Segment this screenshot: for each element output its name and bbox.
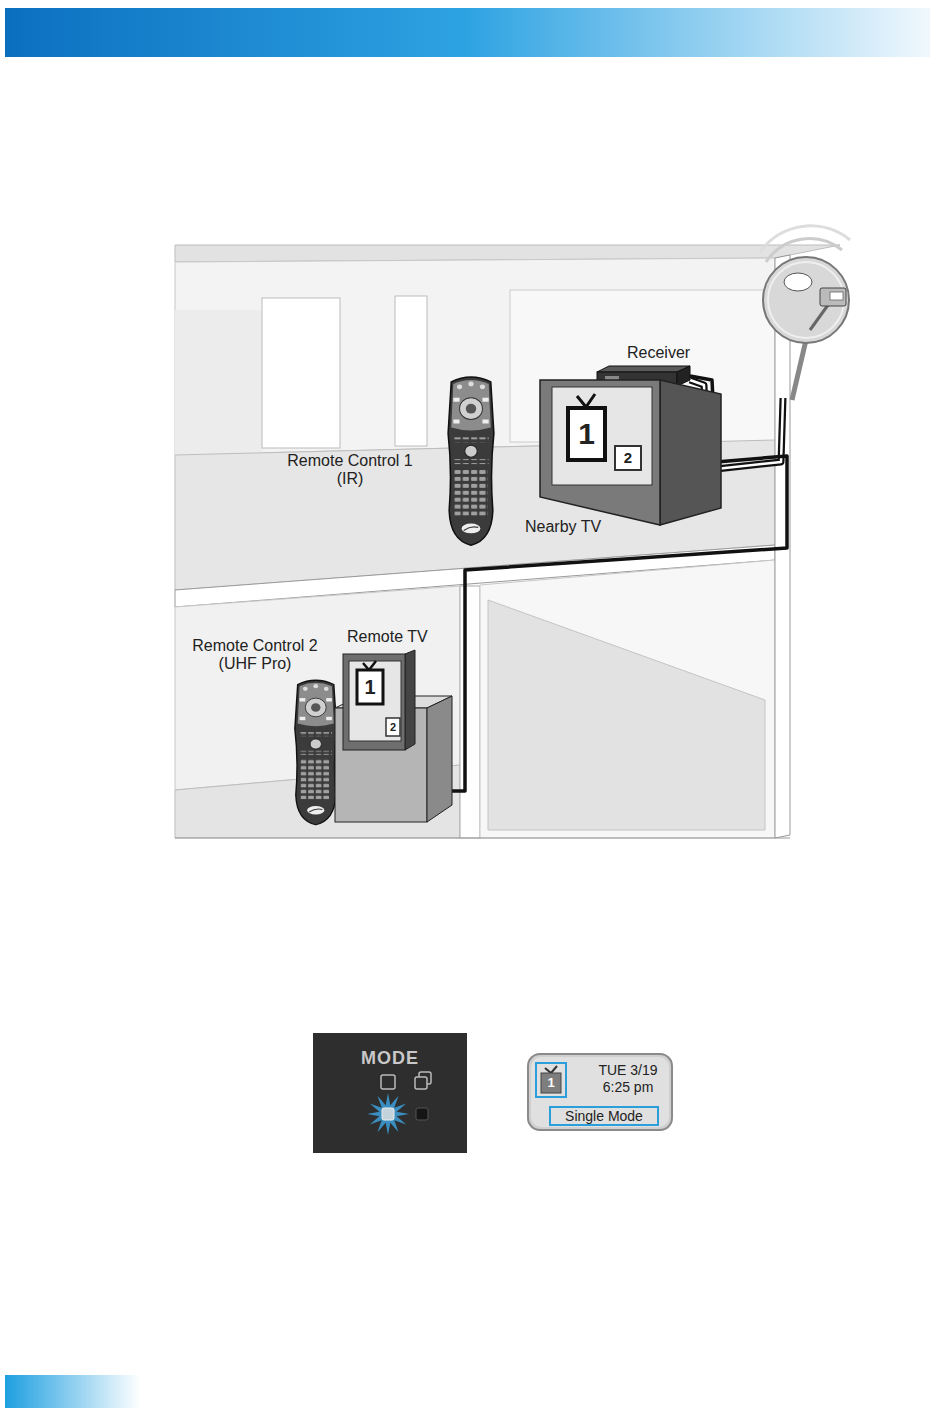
device-label: Remote Control 2 (UHF Pro) — [185, 637, 325, 673]
panel-title: MODE — [313, 1046, 467, 1070]
tv-icon-antenna — [545, 1066, 557, 1073]
dish-logo — [784, 273, 812, 291]
single-mode-icon — [381, 1075, 395, 1089]
tv-icon-pip — [386, 718, 400, 736]
dual-mode-icon-front — [415, 1077, 427, 1089]
node-heading: Receiver — [627, 344, 707, 362]
tv-cabinet — [540, 380, 660, 525]
node-shape — [335, 650, 452, 822]
tv-set: Remote TV12 — [335, 650, 452, 822]
receiver-top — [597, 366, 690, 372]
lower-right-wall — [480, 560, 775, 838]
tv-icon-main — [357, 670, 383, 704]
lower-right-floor — [488, 600, 765, 830]
wall-panel — [175, 310, 263, 455]
tv-cabinet — [343, 654, 405, 750]
tv-side — [405, 650, 415, 750]
tv-set: 12Nearby TV — [535, 380, 723, 525]
stand-side — [427, 696, 452, 822]
led-glow — [367, 1093, 409, 1135]
node-heading: Nearby TV — [525, 518, 625, 536]
remote-control-1 — [448, 377, 494, 545]
frame-bottom — [175, 838, 790, 839]
dish-lnb-label — [830, 292, 843, 300]
led-off — [416, 1108, 428, 1120]
mode-panel: MODE — [313, 1033, 467, 1153]
tv-icon-tile — [541, 1073, 561, 1093]
screen-number: 1 — [541, 1073, 561, 1093]
wall-pillar — [460, 586, 480, 838]
tv-icon-main — [568, 408, 605, 460]
dish-rim — [768, 262, 844, 338]
screen-number: 2 — [386, 718, 400, 736]
tv-icon-antenna — [577, 394, 595, 407]
dish-lnb — [820, 288, 846, 306]
tv-icon-highlight — [536, 1063, 566, 1097]
receiver-side — [677, 366, 690, 386]
date-time: TUE 3/19 6:25 pm — [585, 1062, 671, 1098]
dish-reflector — [763, 257, 849, 343]
screen-number: 1 — [358, 671, 382, 703]
mode-indicator: Single Mode — [549, 1106, 659, 1126]
dish-arm — [810, 305, 828, 330]
wall-column — [395, 296, 427, 446]
tv-icon-pip — [615, 446, 641, 470]
tv-side — [660, 380, 721, 525]
status-banner: 1 TUE 3/19 6:25 pm Single Mode — [527, 1053, 673, 1131]
screen-number: 1 — [570, 410, 603, 458]
device-label: Remote Control 1 (IR) — [280, 452, 420, 488]
node-heading: Remote TV — [347, 628, 447, 646]
led-lit — [382, 1108, 394, 1120]
tv-screen — [552, 387, 652, 485]
header-bar — [5, 8, 930, 57]
footer-tab — [5, 1375, 140, 1408]
status-frame — [528, 1054, 672, 1130]
wall-column — [262, 298, 340, 448]
satellite-dish — [760, 226, 850, 400]
tv-cable — [452, 376, 787, 791]
dish-pole — [792, 340, 806, 400]
mode-panel-bg — [313, 1033, 467, 1153]
screen-number: 2 — [616, 447, 640, 469]
signal-wave — [760, 226, 850, 252]
tv-screen — [349, 661, 401, 741]
remote-control-2 — [295, 680, 337, 825]
house-ground — [175, 245, 775, 838]
house-section — [175, 245, 840, 838]
